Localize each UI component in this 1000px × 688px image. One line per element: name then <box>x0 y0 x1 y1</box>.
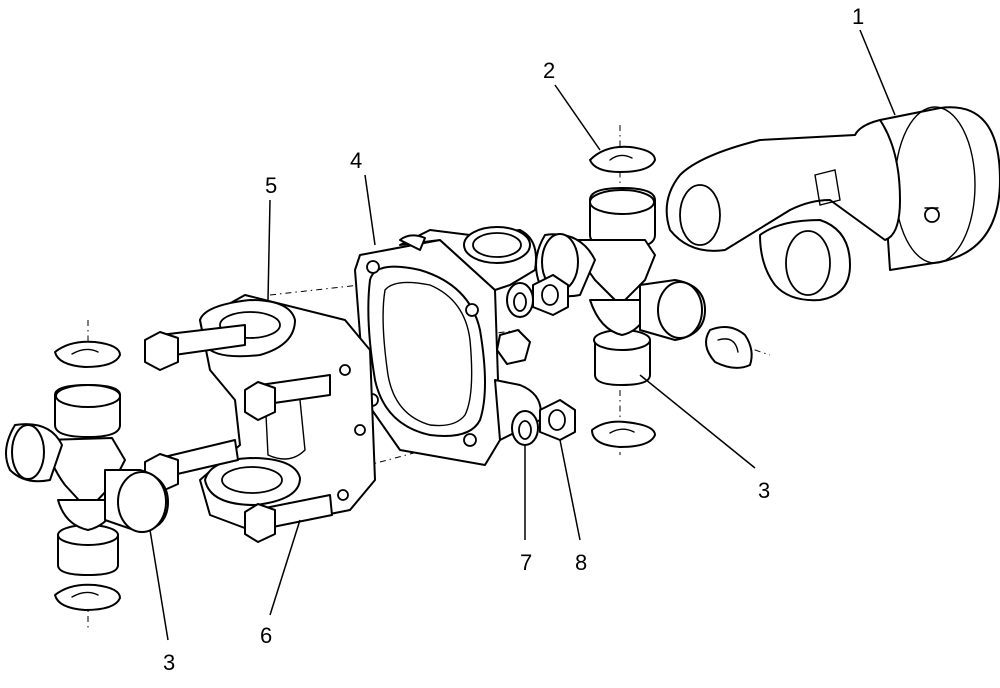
snap-ring-bottom-right <box>591 420 656 448</box>
callout-labels: 1 2 3 4 5 6 3 7 8 <box>163 4 864 675</box>
callout-5: 5 <box>265 173 277 198</box>
callout-8: 8 <box>575 550 587 575</box>
callout-3-right: 3 <box>758 478 770 503</box>
part-4-flange-housing <box>354 226 542 466</box>
snap-ring-left-bottom <box>54 583 121 611</box>
leader-lines <box>149 29 896 641</box>
part-1-yoke-tube <box>665 106 1000 302</box>
snap-ring-left-top <box>54 340 121 368</box>
part-3-cross-journal-left <box>5 384 169 576</box>
callout-7: 7 <box>520 550 532 575</box>
snap-ring-right <box>705 325 753 369</box>
part-6-bolts <box>144 324 333 543</box>
callout-4: 4 <box>350 148 362 173</box>
callout-3-left: 3 <box>163 650 175 675</box>
part-2-snap-ring-top <box>589 145 656 173</box>
callout-2: 2 <box>543 58 555 83</box>
callout-1: 1 <box>852 4 864 29</box>
callout-6: 6 <box>260 623 272 648</box>
part-8-nut <box>496 274 576 441</box>
part-5-flange-yoke <box>199 294 376 531</box>
